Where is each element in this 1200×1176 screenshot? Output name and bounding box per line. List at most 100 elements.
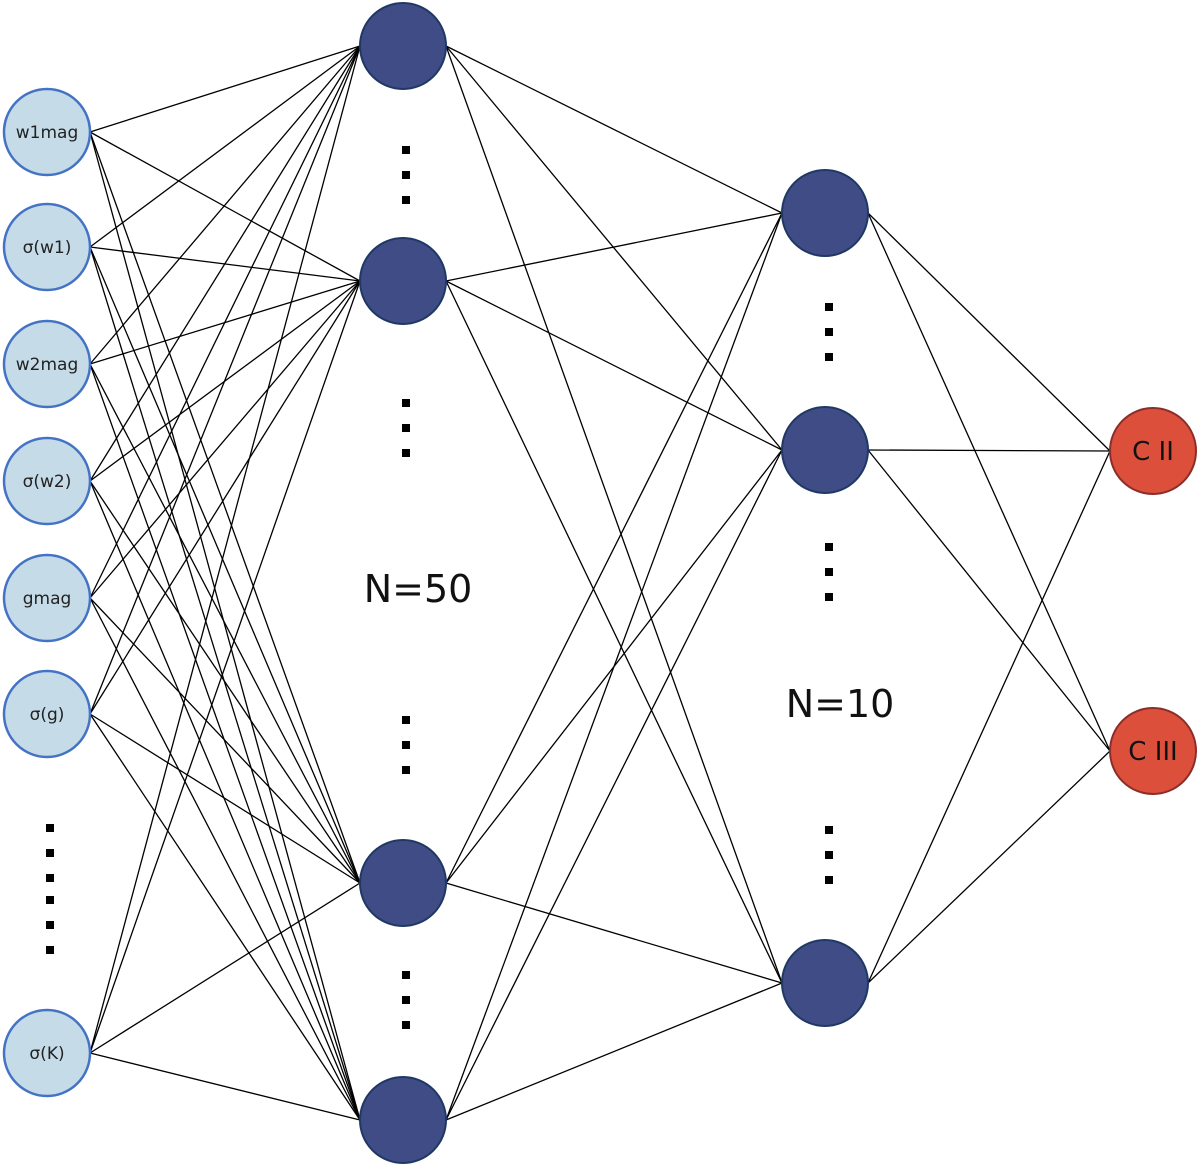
edge-hidden1-5-to-hidden2-5 (445, 882, 783, 984)
hidden2-node (781, 406, 869, 494)
edge-hidden2-2-to-output-0 (867, 449, 1111, 452)
input-node-circle (2, 319, 92, 409)
hidden2-ellipsis-dot (825, 876, 833, 884)
edge-input-4-to-hidden1-7 (89, 597, 361, 1121)
edge-input-1-to-hidden1-7 (89, 246, 361, 1121)
hidden1-ellipsis-dot (402, 1021, 410, 1029)
edge-hidden1-2-to-hidden2-0 (445, 212, 783, 282)
edge-hidden1-0-to-hidden2-0 (445, 45, 783, 214)
hidden1-ellipsis-dot (402, 449, 410, 457)
output-node: C III (1109, 707, 1197, 795)
edge-hidden1-7-to-hidden2-5 (445, 982, 783, 1121)
edge-input-0-to-hidden1-0 (89, 45, 361, 133)
output-node-circle (1109, 407, 1197, 495)
output-node-label: C III (1128, 737, 1177, 767)
hidden1-node-circle (359, 1076, 447, 1164)
input-node: σ(g) (2, 669, 92, 759)
input-node-circle (2, 669, 92, 759)
edge-input-1-to-hidden1-0 (89, 45, 361, 248)
output-node: C II (1109, 407, 1197, 495)
input-node-circle (2, 1008, 92, 1098)
hidden2-ellipsis-dot (825, 851, 833, 859)
input-node-label: σ(g) (30, 705, 65, 725)
edge-input-7-to-hidden1-2 (89, 280, 361, 1054)
hidden2-ellipsis-dot (825, 328, 833, 336)
edge-hidden2-5-to-output-0 (867, 450, 1111, 984)
edge-input-3-to-hidden1-0 (89, 45, 361, 482)
input-ellipsis-dot (46, 946, 54, 954)
input-ellipsis-dot (46, 874, 54, 882)
edge-input-0-to-hidden1-5 (89, 131, 361, 884)
edge-hidden1-5-to-hidden2-0 (445, 212, 783, 884)
edge-hidden2-0-to-output-1 (867, 212, 1111, 752)
hidden2-node-circle (781, 939, 869, 1027)
edge-input-1-to-hidden1-5 (89, 246, 361, 884)
input-ellipsis-dot (46, 849, 54, 857)
hidden1-ellipsis-dot (402, 971, 410, 979)
hidden1-node-circle (359, 839, 447, 927)
hidden1-node (359, 2, 447, 90)
edges-group (89, 45, 1111, 1121)
hidden2-ellipsis-dot (825, 303, 833, 311)
hidden2-node (781, 939, 869, 1027)
input-node-label: w2mag (16, 355, 79, 375)
input-ellipsis-dot (46, 824, 54, 832)
edge-input-0-to-hidden1-7 (89, 131, 361, 1121)
input-node: w2mag (2, 319, 92, 409)
hidden2-ellipsis-dot (825, 353, 833, 361)
edge-input-7-to-hidden1-5 (89, 882, 361, 1054)
hidden1-ellipsis-dot (402, 399, 410, 407)
input-ellipsis-dot (46, 921, 54, 929)
edge-hidden1-7-to-hidden2-2 (445, 449, 783, 1121)
input-node-label: σ(w2) (23, 472, 72, 492)
edge-hidden1-0-to-hidden2-2 (445, 45, 783, 451)
hidden1-node (359, 839, 447, 927)
hidden2-node-circle (781, 169, 869, 257)
input-node: σ(w2) (2, 436, 92, 526)
ellipsis-group (46, 146, 833, 1029)
edge-hidden2-2-to-output-1 (867, 449, 1111, 752)
input-node-circle (2, 87, 92, 177)
edge-input-4-to-hidden1-0 (89, 45, 361, 599)
hidden2-ellipsis-dot (825, 568, 833, 576)
edge-hidden2-0-to-output-0 (867, 212, 1111, 452)
input-node-label: gmag (23, 589, 72, 609)
edge-hidden1-7-to-hidden2-0 (445, 212, 783, 1121)
edge-input-4-to-hidden1-2 (89, 280, 361, 599)
input-node-label: σ(w1) (23, 238, 72, 258)
edge-input-4-to-hidden1-5 (89, 597, 361, 884)
input-node-circle (2, 436, 92, 526)
edge-input-2-to-hidden1-0 (89, 45, 361, 365)
hidden1-node-circle (359, 2, 447, 90)
hidden1-ellipsis-dot (402, 146, 410, 154)
hidden1-ellipsis-dot (402, 716, 410, 724)
hidden2-ellipsis-dot (825, 593, 833, 601)
input-node-circle (2, 553, 92, 643)
edge-input-5-to-hidden1-2 (89, 280, 361, 715)
hidden1-node (359, 1076, 447, 1164)
edge-input-2-to-hidden1-5 (89, 363, 361, 884)
input-node-label: w1mag (16, 123, 79, 143)
edge-input-5-to-hidden1-7 (89, 713, 361, 1121)
hidden1-ellipsis-dot (402, 196, 410, 204)
input-node: σ(K) (2, 1008, 92, 1098)
output-node-label: C II (1132, 437, 1174, 467)
input-node: w1mag (2, 87, 92, 177)
hidden1-count-label: N=50 (364, 567, 473, 611)
hidden1-ellipsis-dot (402, 424, 410, 432)
hidden2-ellipsis-dot (825, 826, 833, 834)
hidden1-ellipsis-dot (402, 741, 410, 749)
input-ellipsis-dot (46, 896, 54, 904)
hidden1-ellipsis-dot (402, 766, 410, 774)
hidden2-ellipsis-dot (825, 543, 833, 551)
hidden2-node-circle (781, 406, 869, 494)
edge-input-7-to-hidden1-0 (89, 45, 361, 1054)
edge-input-3-to-hidden1-5 (89, 480, 361, 884)
edge-input-2-to-hidden1-7 (89, 363, 361, 1121)
input-node-circle (2, 202, 92, 292)
hidden1-node (359, 237, 447, 325)
hidden1-ellipsis-dot (402, 996, 410, 1004)
